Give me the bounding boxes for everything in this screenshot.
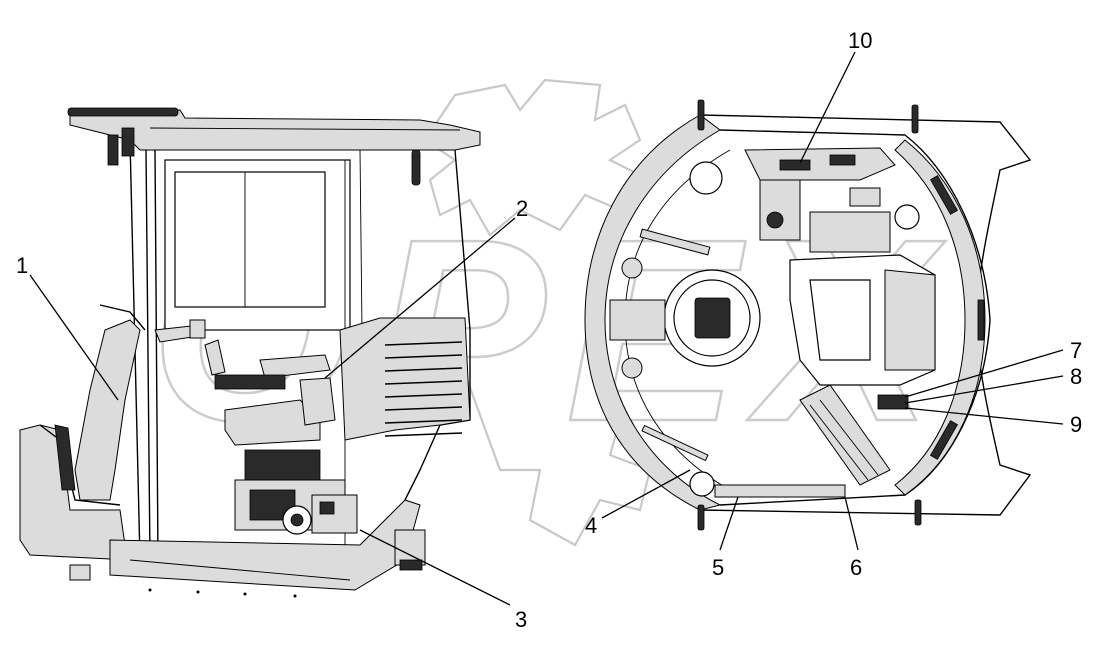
cab-top-view bbox=[584, 99, 1032, 531]
callout-6: 6 bbox=[850, 555, 862, 580]
callout-1: 1 bbox=[16, 253, 28, 278]
callout-2: 2 bbox=[516, 196, 528, 221]
callout-labels: 1 2 3 4 5 6 7 8 9 10 bbox=[16, 28, 1082, 632]
callout-4: 4 bbox=[585, 513, 597, 538]
callout-7: 7 bbox=[1070, 338, 1082, 363]
callout-10: 10 bbox=[848, 28, 872, 53]
callout-8: 8 bbox=[1070, 364, 1082, 389]
louvers bbox=[384, 341, 463, 437]
callout-5: 5 bbox=[712, 555, 724, 580]
leader-lines bbox=[29, 51, 1064, 606]
callout-9: 9 bbox=[1070, 412, 1082, 437]
callout-3: 3 bbox=[515, 607, 527, 632]
cab-side-view bbox=[19, 107, 481, 598]
